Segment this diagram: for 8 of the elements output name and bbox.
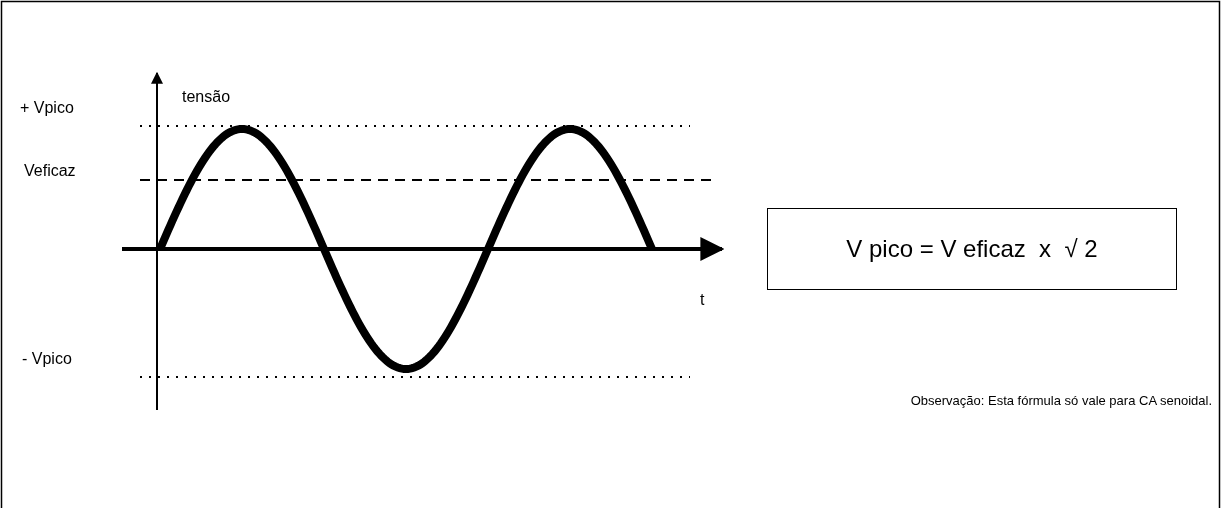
note: Observação: Esta fórmula só vale para CA senoidal. — [910, 394, 1212, 407]
peak-label: + Vpico — [20, 100, 74, 116]
axis-label: tensão — [182, 89, 231, 105]
formula-text: V pico = V eficaz x √ 2 — [846, 235, 1098, 263]
axis-label: t — [700, 292, 705, 308]
formula-box — [767, 208, 1177, 290]
peak-label: - Vpico — [22, 351, 72, 367]
rms-label: Veficaz — [24, 163, 76, 179]
